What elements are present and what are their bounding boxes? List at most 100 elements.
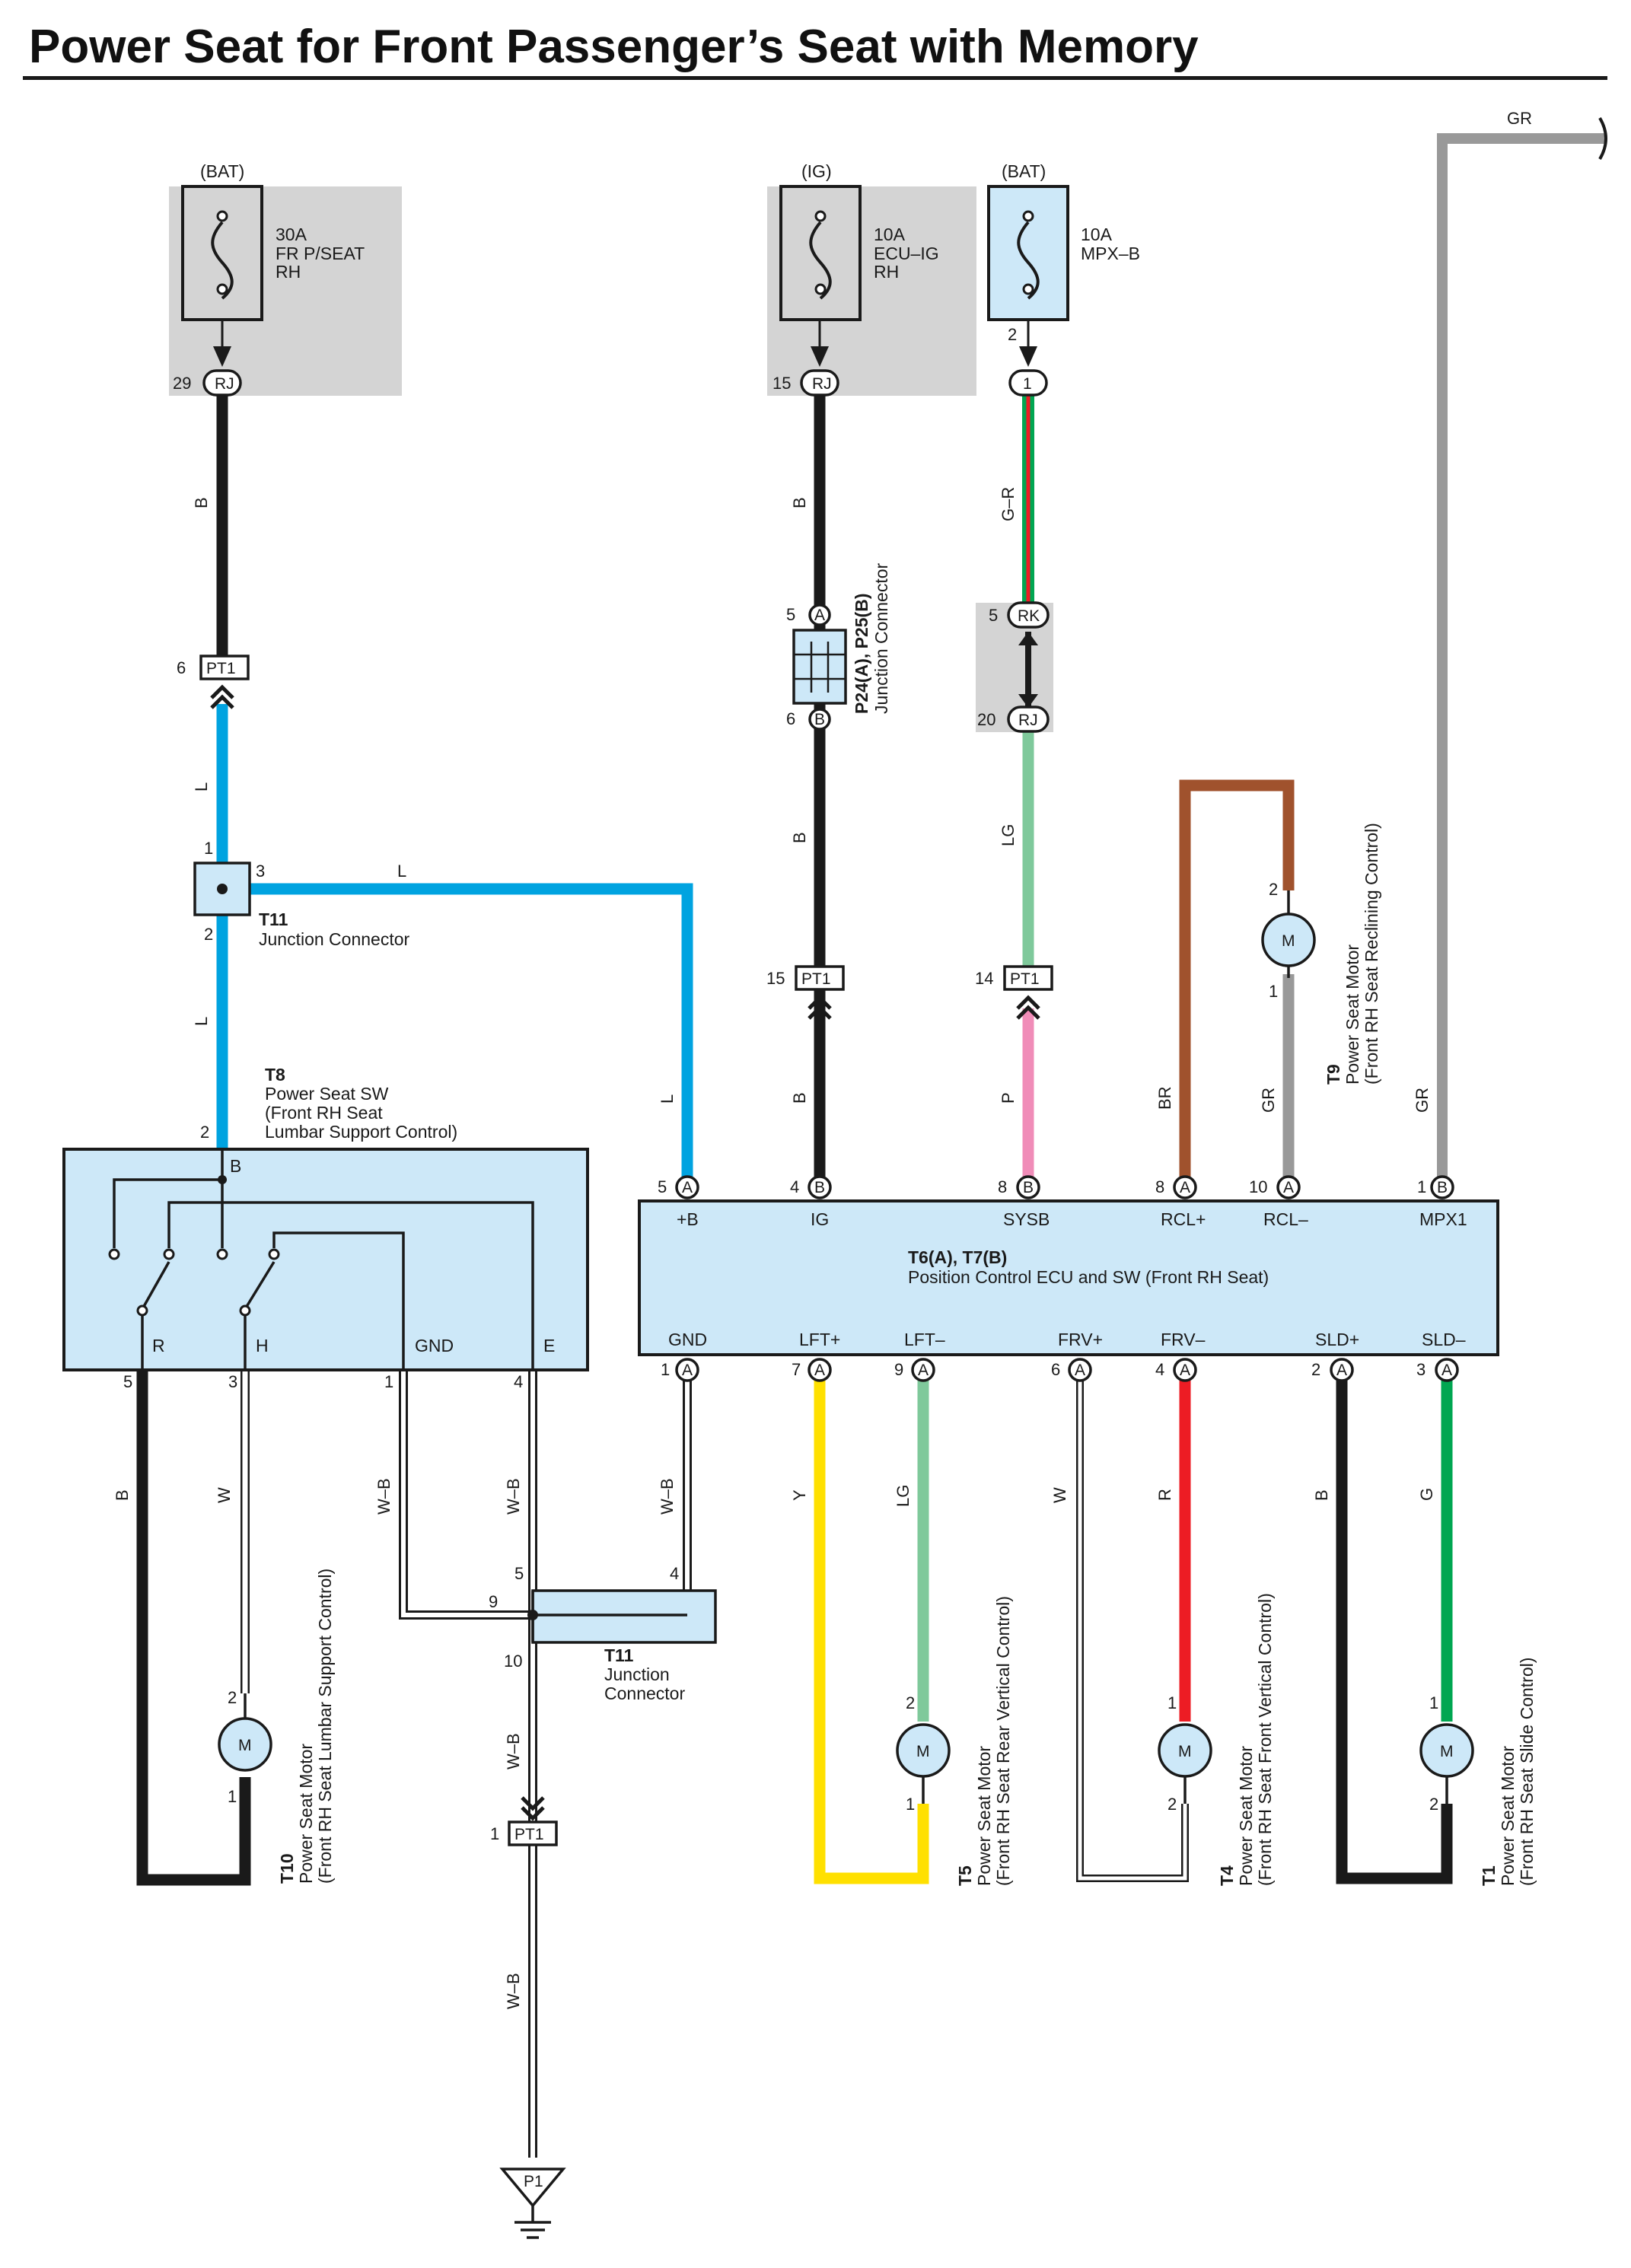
ecu-bot-1-pin: 1 (661, 1360, 670, 1379)
motor-t10-id: T10 (277, 1853, 297, 1884)
fuse-1-connector-label: RJ (215, 375, 234, 393)
motor-t10-line1: Power Seat Motor (296, 1744, 316, 1884)
motor-t5-line1: Power Seat Motor (974, 1746, 994, 1886)
pt1-connector-left (199, 655, 250, 680)
pt1-bottom-arrow (521, 1796, 545, 1821)
wire-label-b-lumbar: B (113, 1489, 132, 1501)
wire-label-b-sld: B (1312, 1489, 1331, 1501)
ecu-top-3-letter: B (1023, 1179, 1034, 1196)
ecu-bot-2-term: LFT+ (799, 1330, 840, 1349)
pt1-connector-sysb (1003, 965, 1053, 991)
motor-t4-pin-a: 1 (1168, 1693, 1177, 1712)
motor-t4-symbol: M (1178, 1743, 1192, 1760)
wire-label-wb-ecu: W–B (658, 1478, 677, 1515)
fuse-1-pin: 29 (173, 374, 191, 393)
ecu-top-4-pin: 8 (1155, 1177, 1164, 1196)
t11-top-pin-1: 1 (204, 839, 213, 858)
pt1-ig-arrow (808, 995, 832, 1020)
wire-label-wb-gnd: W–B (374, 1478, 393, 1515)
ecu-bot-connector-3 (911, 1358, 935, 1382)
fuse-30a-fr-pseat (181, 185, 263, 367)
rj-connector (1007, 706, 1050, 733)
motor-t5-id: T5 (955, 1865, 975, 1886)
wire-label-p: P (999, 1092, 1018, 1104)
t8-desc-2: Lumbar Support Control) (265, 1122, 457, 1142)
ecu-bot-3-term: LFT– (904, 1330, 945, 1349)
t11-bottom-pin-4: 4 (670, 1564, 679, 1583)
ecu-bot-3-pin: 9 (894, 1360, 903, 1379)
wire-br (1179, 779, 1295, 1186)
ecu-bot-5-term: FRV– (1161, 1330, 1206, 1349)
motor-t4-id: T4 (1217, 1865, 1237, 1886)
t11-bottom-desc-2: Connector (604, 1683, 685, 1703)
fuse-2-name: ECU–IG (874, 244, 939, 263)
wire-label-r: R (1155, 1489, 1174, 1501)
motor-t1-id: T1 (1479, 1865, 1499, 1886)
t8-terminal-h: H (256, 1336, 269, 1355)
ecu-top-3-term: SYSB (1003, 1209, 1050, 1229)
ecu-top-connector-3 (1016, 1175, 1040, 1199)
t8-switch-contacts (108, 1149, 534, 1370)
ecu-top-5-letter: A (1283, 1179, 1294, 1196)
ecu-top-connector-2 (808, 1175, 832, 1199)
fuse-3-name: MPX–B (1081, 244, 1140, 263)
t8-pin-gnd: 1 (384, 1372, 393, 1391)
motor-t5-symbol: M (916, 1743, 930, 1760)
jc-pin-b (808, 708, 831, 731)
ecu-bot-1-letter: A (682, 1362, 693, 1379)
rk-label: RK (1018, 607, 1040, 625)
ecu-top-1-letter: A (682, 1179, 693, 1196)
pt1-sysb-label: PT1 (1010, 970, 1040, 988)
ecu-top-connector-4 (1173, 1175, 1197, 1199)
motor-t4-line2: (Front RH Seat Front Vertical Control) (1255, 1593, 1275, 1886)
rj-arrow-down (1018, 694, 1038, 708)
t11-bottom-pin-9: 9 (489, 1592, 498, 1611)
t11-bottom-pin-5: 5 (514, 1564, 524, 1583)
ecu-top-2-term: IG (811, 1209, 829, 1229)
t11-bottom-pin-10: 10 (504, 1652, 522, 1671)
wire-wb-gnd (401, 1370, 533, 1617)
wire-label-l-lower: L (192, 1017, 211, 1026)
motor-t9-line2: (Front RH Seat Reclining Control) (1362, 823, 1381, 1085)
t8-pin-e: 4 (514, 1372, 523, 1391)
rk-arrow-up (1018, 632, 1038, 645)
fuse-2-connector (800, 369, 839, 397)
rj-pin: 20 (977, 710, 995, 729)
t8-pin-h: 3 (228, 1372, 237, 1391)
motor-t4-line1: Power Seat Motor (1236, 1746, 1256, 1886)
fuse-10a-ecu-ig (779, 185, 862, 367)
ecu-top-5-pin: 10 (1249, 1177, 1267, 1196)
ground-p1-symbol (499, 2168, 566, 2208)
t11-top-pin-3: 3 (256, 862, 265, 881)
t8-terminal-r: R (152, 1336, 165, 1355)
wire-y (814, 1370, 929, 1884)
ecu-top-2-letter: B (814, 1179, 825, 1196)
pt1-left-label: PT1 (206, 660, 236, 677)
pt1-ig-pin: 15 (766, 969, 785, 988)
fuse-2-pin: 15 (772, 374, 791, 393)
rj-label: RJ (1018, 712, 1038, 729)
ecu-bot-connector-2 (808, 1358, 832, 1382)
ecu-top-6-letter: B (1437, 1179, 1448, 1196)
fuse-2-name-2: RH (874, 262, 899, 282)
wire-label-b-fuse1: B (192, 497, 211, 508)
ecu-top-6-term: MPX1 (1419, 1209, 1467, 1229)
wire-label-b-ig2: B (790, 832, 809, 843)
t11-top-pin-2: 2 (204, 925, 213, 944)
wire-continuation-mark (1598, 116, 1607, 161)
ecu-bot-7-pin: 3 (1416, 1360, 1426, 1379)
pt1-bottom-pin: 1 (490, 1824, 499, 1843)
motor-t1-symbol: M (1440, 1743, 1454, 1760)
t8-terminal-b: B (230, 1156, 241, 1176)
wire-label-wb-down: W–B (504, 1733, 523, 1769)
wire-label-wb-ground: W–B (504, 1973, 523, 2009)
motor-t10-symbol: M (238, 1737, 252, 1754)
rk-pin: 5 (989, 606, 998, 625)
jc-pin-b-letter: B (814, 711, 825, 728)
ecu-bot-2-letter: A (814, 1362, 825, 1379)
motor-t10-pin-a: 2 (228, 1688, 237, 1707)
jc-pin-a-letter: A (814, 607, 825, 624)
ecu-id: T6(A), T7(B) (908, 1247, 1007, 1267)
ecu-bot-connector-7 (1435, 1358, 1459, 1382)
ecu-top-3-pin: 8 (998, 1177, 1007, 1196)
